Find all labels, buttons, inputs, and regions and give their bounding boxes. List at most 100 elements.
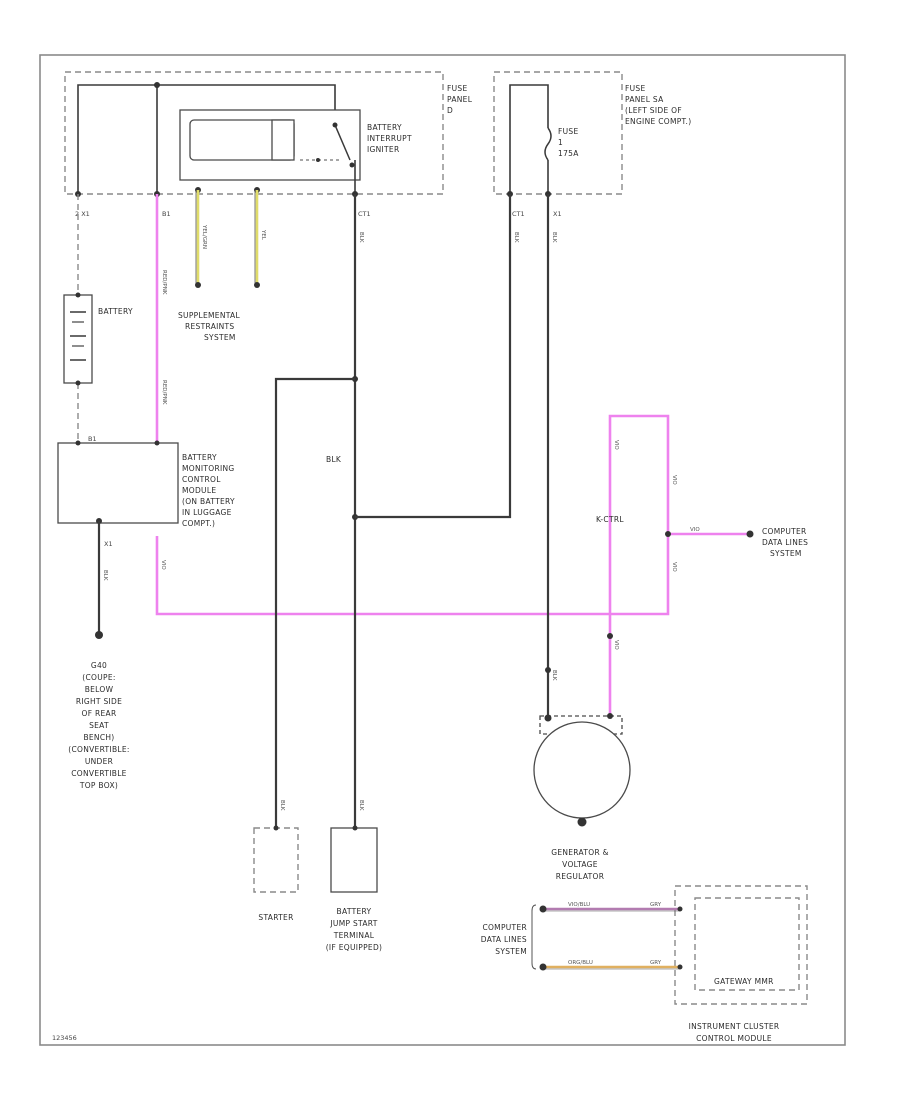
jump-label-4: (IF EQUIPPED)	[326, 943, 383, 952]
battery-label: BATTERY	[98, 307, 133, 316]
cluster-pin	[677, 906, 683, 912]
cluster-label-1: INSTRUMENT CLUSTER	[689, 1022, 780, 1031]
wire-label-vio-h: VIO	[690, 527, 700, 533]
ground-label-5: OF REAR	[82, 709, 117, 718]
fuse-label-2: 1	[558, 138, 563, 147]
wire-label-red-pnk: RED/PNK	[161, 380, 167, 405]
ground-label-8: (CONVERTIBLE:	[68, 745, 130, 754]
jump-label-1: BATTERY	[337, 907, 372, 916]
computer-bottom-label-2: DATA LINES	[481, 935, 527, 944]
wire-label-vio: VIO	[613, 440, 619, 450]
switch-pivot	[316, 158, 320, 162]
bracket	[531, 904, 537, 970]
wire-label-blk: BLK	[358, 800, 364, 811]
bmcm-label-2: MONITORING	[182, 464, 235, 473]
fuse-label-3: 175A	[558, 149, 579, 158]
connector-dot	[545, 667, 551, 673]
wire-blk-starter	[274, 377, 355, 828]
wire-label-vio: VIO	[613, 640, 619, 650]
wire-label-yel: YEL	[260, 229, 266, 241]
wire-label-blk: BLK	[513, 232, 519, 243]
fuse-panel-d-bus	[77, 84, 336, 194]
battery-symbol	[63, 294, 93, 384]
g-label: BLK	[326, 455, 342, 464]
bmcm-label-3: CONTROL	[182, 475, 221, 484]
gateway-label: GATEWAY MMR	[714, 977, 774, 986]
cluster-label-2: CONTROL MODULE	[696, 1034, 772, 1043]
bus-junction-dot	[154, 82, 160, 88]
gateway-box	[694, 897, 800, 991]
figure-id: 123456	[52, 1034, 77, 1042]
generator-label-3: REGULATOR	[556, 872, 605, 881]
interrupt-label-2: INTERRUPT	[367, 134, 412, 143]
data-line-junction	[665, 531, 671, 537]
pin-bmcm-top: B1	[88, 435, 97, 443]
fuse-panel-d-label-1: FUSE	[447, 84, 468, 93]
generator-label-2: VOLTAGE	[562, 860, 598, 869]
wire-label-vio: VIO	[671, 475, 677, 485]
ground-label-2: (COUPE:	[82, 673, 115, 682]
bmcm-label-5: (ON BATTERY	[182, 497, 235, 506]
computer-right-label-1: COMPUTER	[762, 527, 807, 536]
fuse-label-1: FUSE	[558, 127, 579, 136]
srs-connector-dot	[254, 282, 260, 288]
pin-fpd-right: CT1	[358, 210, 371, 218]
pin-bmcm-bottom: X1	[104, 540, 113, 548]
ground-label-3: BELOW	[85, 685, 114, 694]
bmcm-label-1: BATTERY	[182, 453, 217, 462]
ground-label-4: RIGHT SIDE	[76, 697, 122, 706]
fuse-panel-sa-box	[493, 71, 623, 195]
wire-label-org-blu: ORG/BLU	[568, 960, 593, 966]
bmcm-pin-dot	[154, 440, 160, 446]
fuse-panel-d-label-3: D	[447, 106, 453, 115]
wire-label-blk: BLK	[102, 570, 108, 581]
connector-dot	[607, 633, 613, 639]
bmcm-label-4: MODULE	[182, 486, 216, 495]
bmcm-label-6: IN LUGGAGE	[182, 508, 232, 517]
computer-right-label-2: DATA LINES	[762, 538, 808, 547]
jump-start-terminal	[352, 825, 358, 831]
wire-label-vio: VIO	[671, 562, 677, 572]
computer-bottom-label-3: SYSTEM	[495, 947, 527, 956]
wire-label-vio-blu: VIO/BLU	[568, 902, 590, 908]
fuse-panel-d-label-2: PANEL	[447, 95, 473, 104]
bmcm-pin-dot	[75, 440, 81, 446]
generator-b-plus	[544, 714, 552, 722]
battery-terminal-dot	[75, 380, 81, 386]
interrupt-label-3: IGNITER	[367, 145, 399, 154]
wire-data-line-loop	[155, 414, 670, 716]
bmcm-label-7: COMPT.)	[182, 519, 215, 528]
pin-fpd-mid: B1	[162, 210, 171, 218]
generator-symbol	[533, 721, 631, 819]
fuse-sa-label-3: (LEFT SIDE OF	[625, 106, 682, 115]
cluster-pin	[677, 964, 683, 970]
srs-label-2: RESTRAINTS	[185, 322, 235, 331]
generator-pin	[607, 713, 613, 719]
fuse-element	[544, 127, 552, 161]
ground-label-9: UNDER	[85, 757, 113, 766]
computer-right-label-3: SYSTEM	[770, 549, 802, 558]
pin-fsa-left: CT1	[512, 210, 525, 218]
wire-label-red-pnk: RED/PNK	[161, 270, 167, 295]
starter-terminal	[273, 825, 279, 831]
generator-label-1: GENERATOR &	[551, 848, 609, 857]
wire-label-gry: GRY	[650, 902, 662, 908]
starter-label: STARTER	[258, 913, 293, 922]
interrupt-switch	[334, 124, 351, 161]
ground-label-6: SEAT	[89, 721, 109, 730]
ground-label-11: TOP BOX)	[79, 781, 118, 790]
ground-point-g40	[95, 631, 103, 639]
fuse-sa-label-1: FUSE	[625, 84, 646, 93]
jump-start-box	[330, 827, 378, 893]
can-l-connector	[539, 963, 547, 971]
can-h-connector	[539, 905, 547, 913]
interrupt-label-1: BATTERY	[367, 123, 402, 132]
instrument-cluster-box	[674, 885, 808, 1005]
switch-contact-bottom	[349, 162, 355, 168]
data-line-connector	[746, 530, 754, 538]
computer-bottom-label-1: COMPUTER	[482, 923, 527, 932]
fuse-sa-label-4: ENGINE COMPT.)	[625, 117, 691, 126]
wire-label-blk: BLK	[358, 232, 364, 243]
wire-label-gry: GRY	[650, 960, 662, 966]
